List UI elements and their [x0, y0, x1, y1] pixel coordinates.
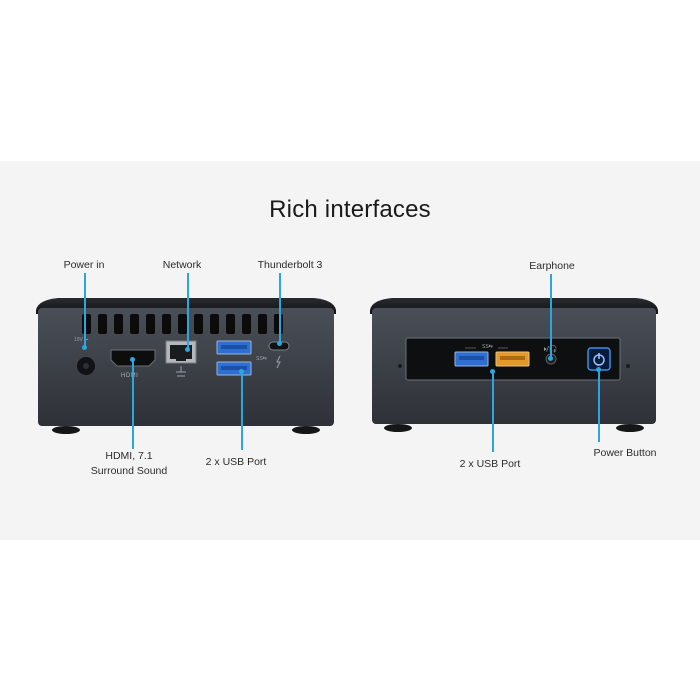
thunderbolt-symbol [276, 355, 281, 369]
label-power-in: Power in [63, 259, 105, 271]
leader-dot-power-button [595, 367, 601, 372]
usb-ss-marking-front: SS⇆ [482, 344, 493, 350]
network-symbol [176, 366, 186, 377]
leader-dot-thunderbolt [276, 341, 282, 346]
leader-dot-hdmi [129, 357, 135, 362]
rear-chassis [38, 308, 334, 426]
leader-network [187, 273, 189, 351]
leader-dot-earphone [547, 356, 553, 361]
leader-hdmi [132, 360, 134, 449]
label-usb-front: 2 x USB Port [459, 458, 521, 470]
leader-earphone [550, 274, 552, 360]
leader-usb-rear [241, 372, 243, 450]
label-power-button: Power Button [593, 447, 657, 459]
leader-power-in [84, 273, 86, 349]
label-hdmi-line2: Surround Sound [90, 465, 168, 477]
leader-dot-usb-rear [238, 369, 244, 374]
leader-thunderbolt [279, 273, 281, 345]
label-hdmi-line1: HDMI, 7.1 [105, 450, 153, 462]
label-hdmi: HDMI, 7.1 Surround Sound [91, 449, 167, 479]
front-foot-left [384, 424, 412, 432]
leader-dot-usb-front [489, 369, 495, 374]
leader-usb-front [492, 372, 494, 452]
label-earphone: Earphone [529, 260, 575, 272]
page-title: Rich interfaces [269, 196, 431, 223]
dc-marking: 19V ⎓ [74, 337, 88, 343]
audio-symbol: 🕨/🎧 [542, 344, 558, 353]
front-foot-right [616, 424, 644, 432]
leader-dot-power-in [81, 345, 87, 350]
rear-device: 19V ⎓ HDMI SS⇆ [36, 298, 336, 434]
label-thunderbolt: Thunderbolt 3 [257, 259, 323, 271]
front-device: SS⇆ 🕨/🎧 [370, 298, 658, 432]
hdmi-marking: HDMI [121, 373, 138, 379]
usb-ss-marking-rear: SS⇆ [256, 356, 267, 362]
label-usb-rear: 2 x USB Port [205, 456, 267, 468]
leader-dot-network [184, 347, 190, 352]
rear-vent-grille [82, 314, 283, 334]
rear-foot-right [292, 426, 320, 434]
leader-power-button [598, 370, 600, 442]
label-network: Network [162, 259, 202, 271]
rear-foot-left [52, 426, 80, 434]
